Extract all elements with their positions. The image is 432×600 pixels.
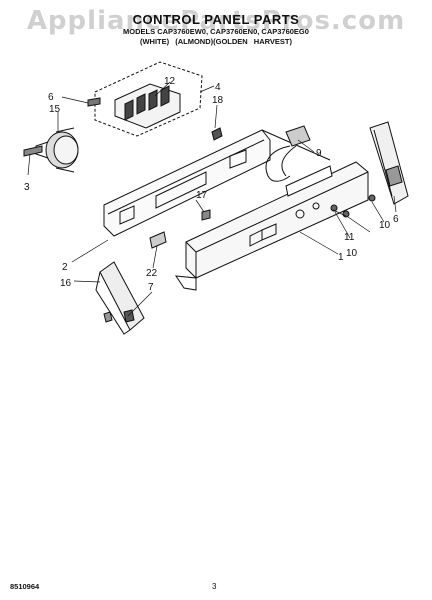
part-4-switch-assembly (94, 61, 203, 137)
part-16-end-cap (95, 261, 145, 335)
callout-2: 2 (62, 262, 68, 273)
part-7-screw (123, 309, 135, 323)
callout-17: 17 (196, 190, 208, 201)
callout-16: 16 (60, 278, 72, 289)
part-6-end-cap (369, 121, 409, 205)
part-1-control-panel (174, 161, 369, 291)
model-numbers: MODELS CAP3760EW0, CAP3760EN0, CAP3760EG… (123, 27, 309, 36)
callout-10b: 10 (346, 248, 358, 259)
page-number: 3 (212, 582, 217, 591)
callout-10a: 10 (379, 220, 391, 231)
part-9-harness (265, 125, 311, 182)
callout-4: 4 (215, 82, 221, 93)
callout-labels: 6 15 3 12 4 18 9 6 10 11 10 1 17 2 16 22… (24, 76, 399, 293)
callout-18: 18 (212, 95, 224, 106)
callout-5: 6 (48, 92, 54, 103)
part-17-clip (201, 209, 211, 221)
leader-lines (27, 81, 397, 317)
callout-11: 11 (344, 232, 355, 243)
part-10-11-screws (330, 194, 376, 218)
part-18-screw (211, 127, 223, 141)
document-number: 8510964 (10, 582, 40, 591)
callout-15: 15 (49, 104, 61, 115)
part-2-console-back (103, 129, 331, 237)
callout-12: 12 (164, 76, 176, 87)
part-15-timer (35, 127, 79, 173)
callout-22: 22 (146, 268, 158, 279)
callout-6: 6 (393, 214, 399, 225)
page-title: CONTROL PANEL PARTS (132, 12, 300, 27)
part-5-screw (87, 97, 101, 107)
callout-3: 3 (24, 182, 30, 193)
callout-9: 9 (316, 148, 322, 159)
part-22-bracket (149, 231, 167, 249)
callout-7: 7 (148, 282, 154, 293)
part-3-screw (23, 145, 43, 157)
color-legend: (WHITE) (ALMOND)(GOLDEN HARVEST) (139, 37, 292, 46)
callout-1: 1 (338, 252, 344, 263)
